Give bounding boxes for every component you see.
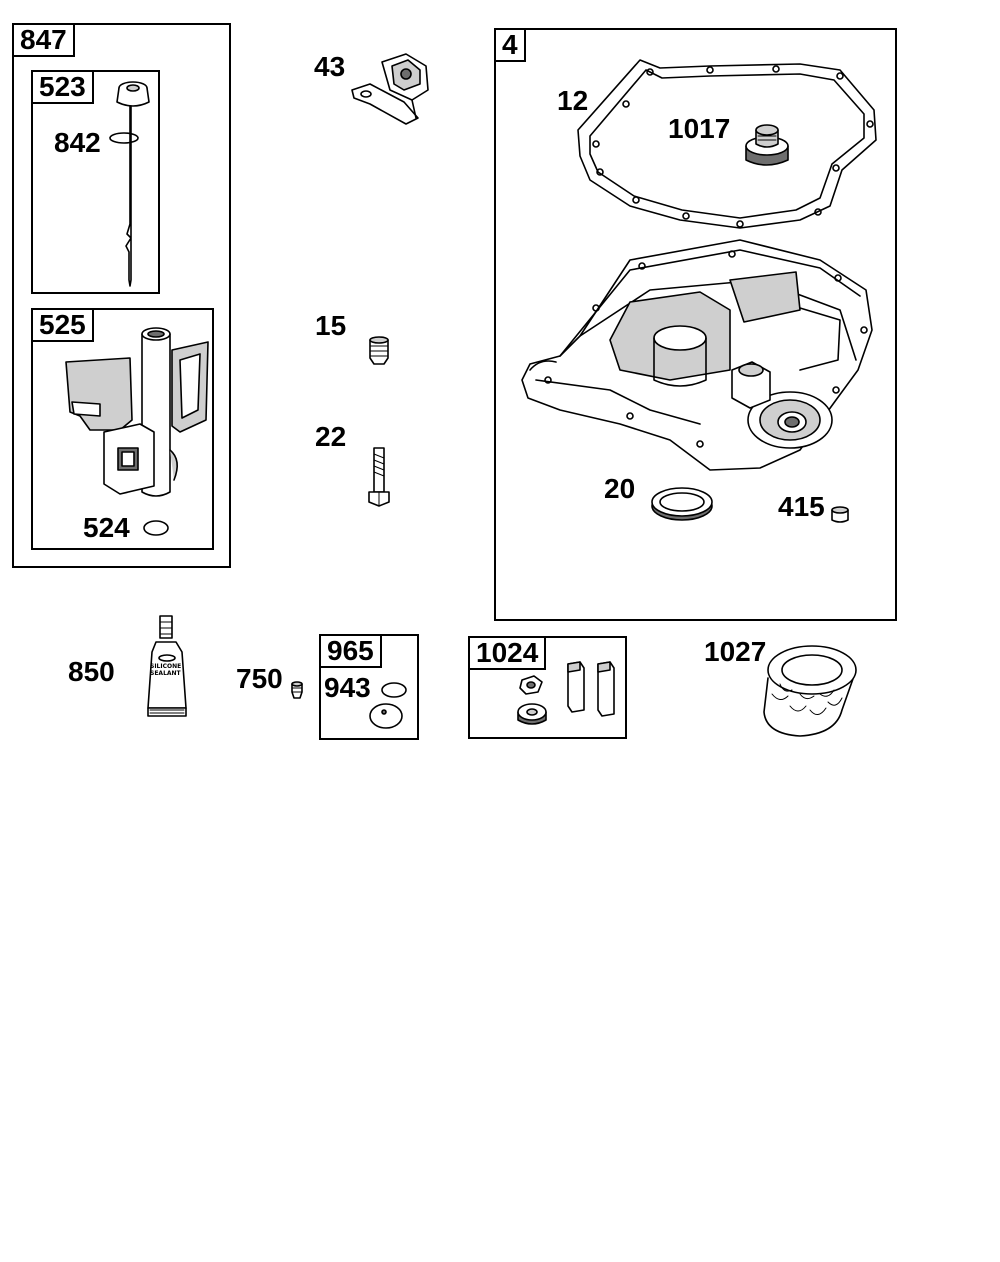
bracket-plate xyxy=(351,83,419,125)
plug-415 xyxy=(831,506,849,523)
kit-525-tag: 525 xyxy=(31,308,94,342)
part-1027-label: 1027 xyxy=(704,636,767,667)
kit-965-tag: 965 xyxy=(319,634,382,668)
part-750-drawing xyxy=(291,681,303,699)
sump-assembly-drawing xyxy=(521,59,877,523)
dipstick-rod xyxy=(125,105,132,287)
part-15-label: 15 xyxy=(315,310,347,341)
oil-pump-rotor xyxy=(517,703,547,725)
cap-1017 xyxy=(745,124,789,166)
part-842-label: 842 xyxy=(54,127,101,158)
o-ring-842 xyxy=(109,132,139,144)
part-1017-label: 1017 xyxy=(668,113,731,144)
part-415-label: 415 xyxy=(778,491,825,522)
part-43-label: 43 xyxy=(314,51,346,82)
kit-523-tag: 523 xyxy=(31,70,94,104)
kit-847-tag: 847 xyxy=(12,23,75,57)
part-750-label: 750 xyxy=(236,663,283,694)
kit-965-drawing xyxy=(369,682,407,729)
kit-1024-drawing xyxy=(517,661,615,725)
tube-line1: SILICONE xyxy=(150,663,181,670)
part-20-label: 20 xyxy=(604,473,636,504)
tube-cap xyxy=(159,615,173,639)
kit-965-box: 965 xyxy=(319,634,419,740)
oil-seal-20 xyxy=(651,487,713,521)
part-22-label: 22 xyxy=(315,421,347,452)
o-ring-943 xyxy=(381,682,407,698)
kit-847-box: 847 xyxy=(12,23,231,568)
part-22-drawing xyxy=(368,447,390,507)
part-43-drawing xyxy=(351,53,429,125)
fill-tube-drawing xyxy=(65,327,209,536)
oil-filter-drawing xyxy=(763,645,857,737)
sump-housing xyxy=(521,239,873,471)
dipstick-drawing xyxy=(109,81,150,287)
kit-1024-tag: 1024 xyxy=(468,636,547,670)
kit-4-box: 4 xyxy=(494,28,897,621)
kit-1024-box: 1024 xyxy=(468,636,627,739)
part-524-label: 524 xyxy=(83,512,130,543)
sealant-tube-drawing: SILICONE SEALANT xyxy=(147,615,187,717)
cover-plate xyxy=(369,703,403,729)
filter-top xyxy=(767,645,857,695)
o-ring-524 xyxy=(143,520,169,536)
dipstick-cap-body xyxy=(116,87,150,107)
tube-line2: SEALANT xyxy=(150,670,182,677)
part-12-label: 12 xyxy=(557,85,589,116)
gasket-12 xyxy=(577,59,877,229)
kit-4-tag: 4 xyxy=(494,28,526,62)
part-943-label: 943 xyxy=(324,672,371,703)
vane-right xyxy=(597,661,615,717)
kit-523-box: 523 xyxy=(31,70,160,294)
part-850-label: 850 xyxy=(68,656,115,687)
kit-525-box: 525 xyxy=(31,308,214,550)
vane-left xyxy=(567,661,585,713)
part-15-drawing xyxy=(369,336,389,365)
fill-tube-shield xyxy=(65,357,133,431)
